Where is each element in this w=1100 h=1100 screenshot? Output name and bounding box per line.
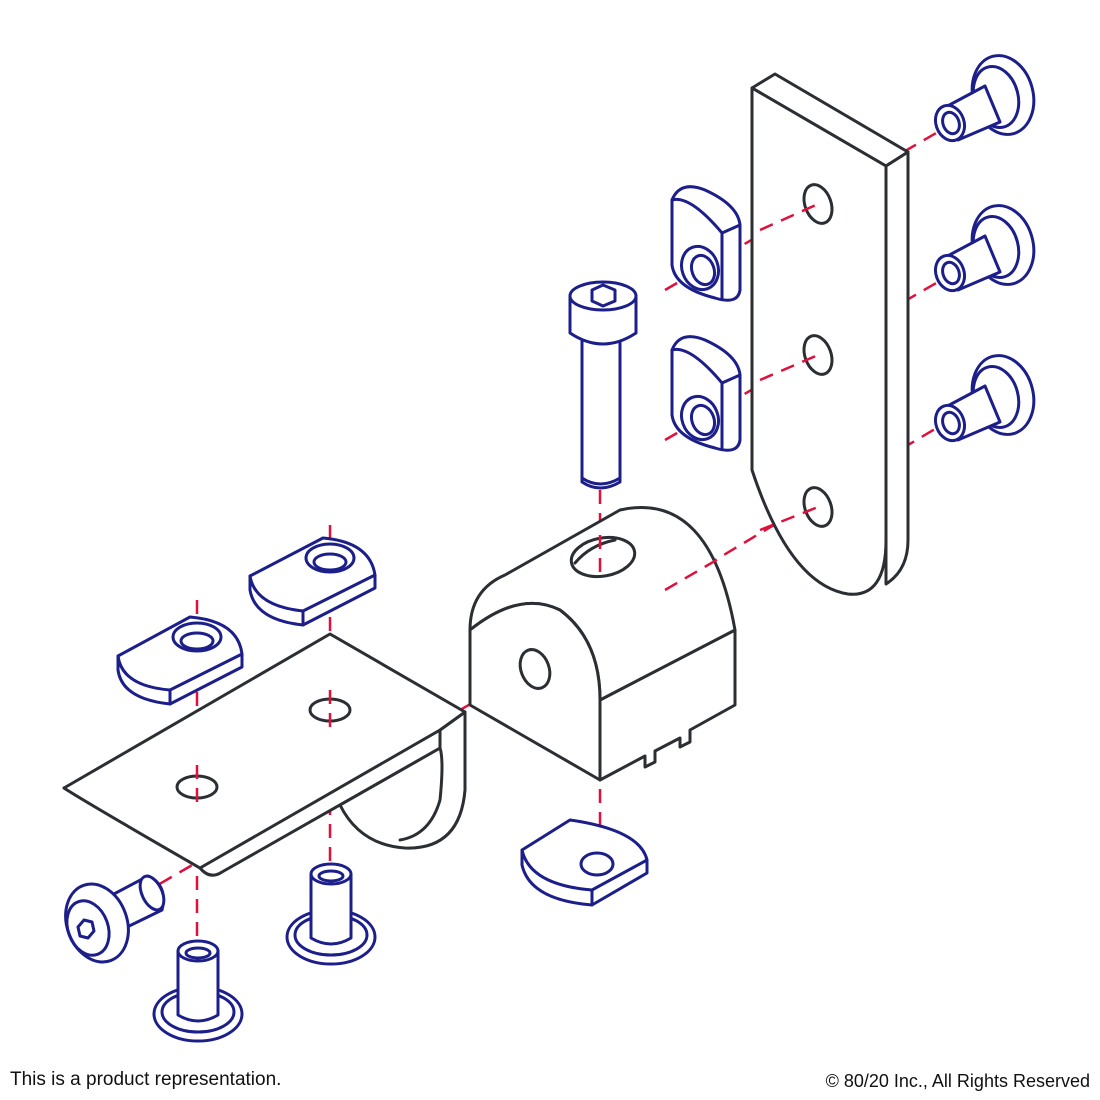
button-bolt-top — [933, 54, 1036, 143]
representation-note: This is a product representation. — [10, 1069, 282, 1090]
upright-t-nut-bottom — [670, 335, 742, 452]
center-lines-front — [195, 202, 819, 805]
socket-head-cap-screw — [568, 280, 638, 490]
hex-socket-icon-side — [76, 918, 96, 940]
button-bolt-middle — [933, 204, 1036, 293]
block-side-hole — [518, 648, 552, 690]
base-t-nut-front — [116, 615, 244, 706]
hex-socket-icon — [590, 283, 617, 308]
base-bolt-middle — [285, 862, 377, 966]
base-bolt-front — [152, 939, 244, 1043]
bracket-base — [62, 632, 467, 877]
block-t-nut — [520, 818, 649, 907]
upright-t-nut-top — [670, 185, 742, 302]
base-t-nut-back — [248, 536, 377, 627]
copyright-note: © 80/20 Inc., All Rights Reserved — [825, 1071, 1090, 1091]
upright-plate — [750, 72, 910, 596]
button-bolt-bottom — [933, 354, 1036, 443]
base-bolt-side — [64, 874, 166, 964]
pivot-block — [468, 506, 737, 782]
